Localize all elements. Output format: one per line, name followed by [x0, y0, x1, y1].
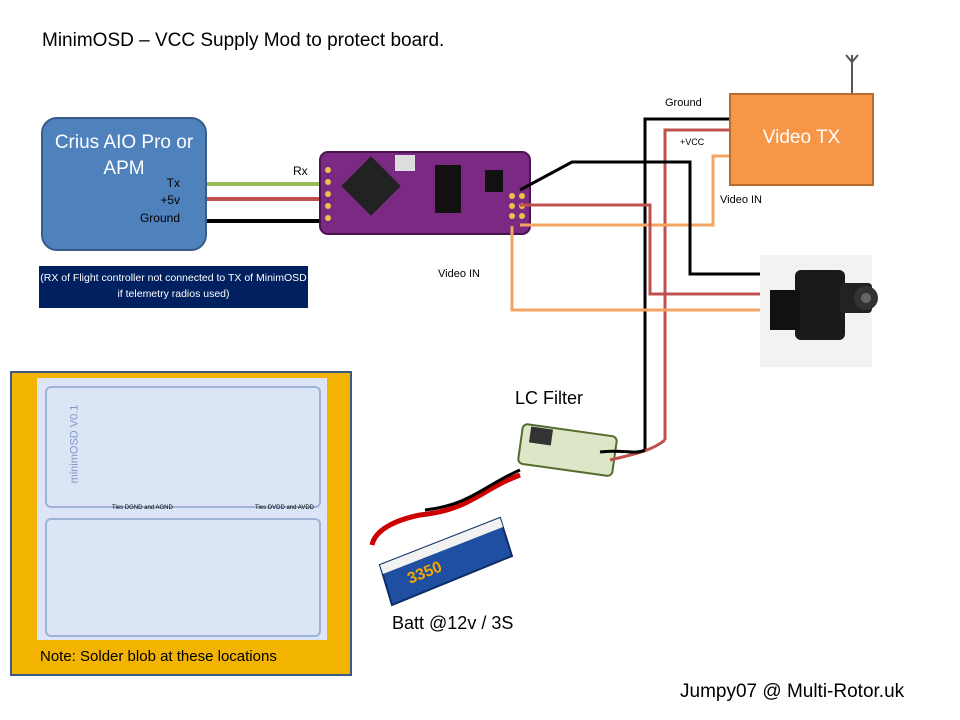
- vtx-ground-label: Ground: [665, 97, 702, 109]
- solder-left-caption: Ties DGND and AGND: [112, 505, 173, 511]
- lc-filter-label: LC Filter: [515, 388, 584, 408]
- flight-controller-box: [41, 117, 207, 251]
- credit-text: Jumpy07 @ Multi-Rotor.uk: [680, 681, 905, 702]
- vtx-vcc-label: +VCC: [680, 137, 705, 147]
- vtx-video-in-label: Video IN: [720, 194, 762, 206]
- battery-label: Batt @12v / 3S: [392, 613, 514, 633]
- pcb-image: minimOSD V0.1 Ties DGND and AGND Ties DV…: [37, 378, 327, 640]
- cam-video-wire: [510, 226, 800, 312]
- pcb-board-label: minimOSD V0.1: [68, 404, 81, 484]
- camera: [760, 255, 878, 367]
- pin-ground-label: Ground: [139, 211, 180, 225]
- solder-note: Note: Solder blob at these locations: [40, 648, 277, 665]
- battery-lead: [369, 472, 521, 546]
- vtx-video-wire: [520, 154, 735, 227]
- pin-5v-label: +5v: [160, 193, 180, 207]
- vtx-vcc-wire: [663, 128, 729, 440]
- telemetry-note: (RX of Flight controller not connected t…: [39, 266, 308, 308]
- lc-filter: [517, 423, 666, 477]
- video-tx-label: Video TX: [762, 127, 841, 148]
- osd-ground-wire: [519, 160, 800, 276]
- osd-vcc-wire: [520, 203, 800, 296]
- page-title: MinimOSD – VCC Supply Mod to protect boa…: [42, 30, 445, 51]
- osd-video-in-label: Video IN: [438, 268, 480, 280]
- video-tx-box: [729, 93, 874, 186]
- battery: 3350: [378, 516, 514, 607]
- vtx-ground-wire: [643, 117, 729, 450]
- solder-right-caption: Ties DVDD and AVDD: [255, 505, 315, 511]
- pin-tx-label: Tx: [166, 176, 180, 190]
- rx-label: Rx: [293, 164, 308, 178]
- flight-controller-label: Crius AIO Pro or APM: [54, 132, 194, 179]
